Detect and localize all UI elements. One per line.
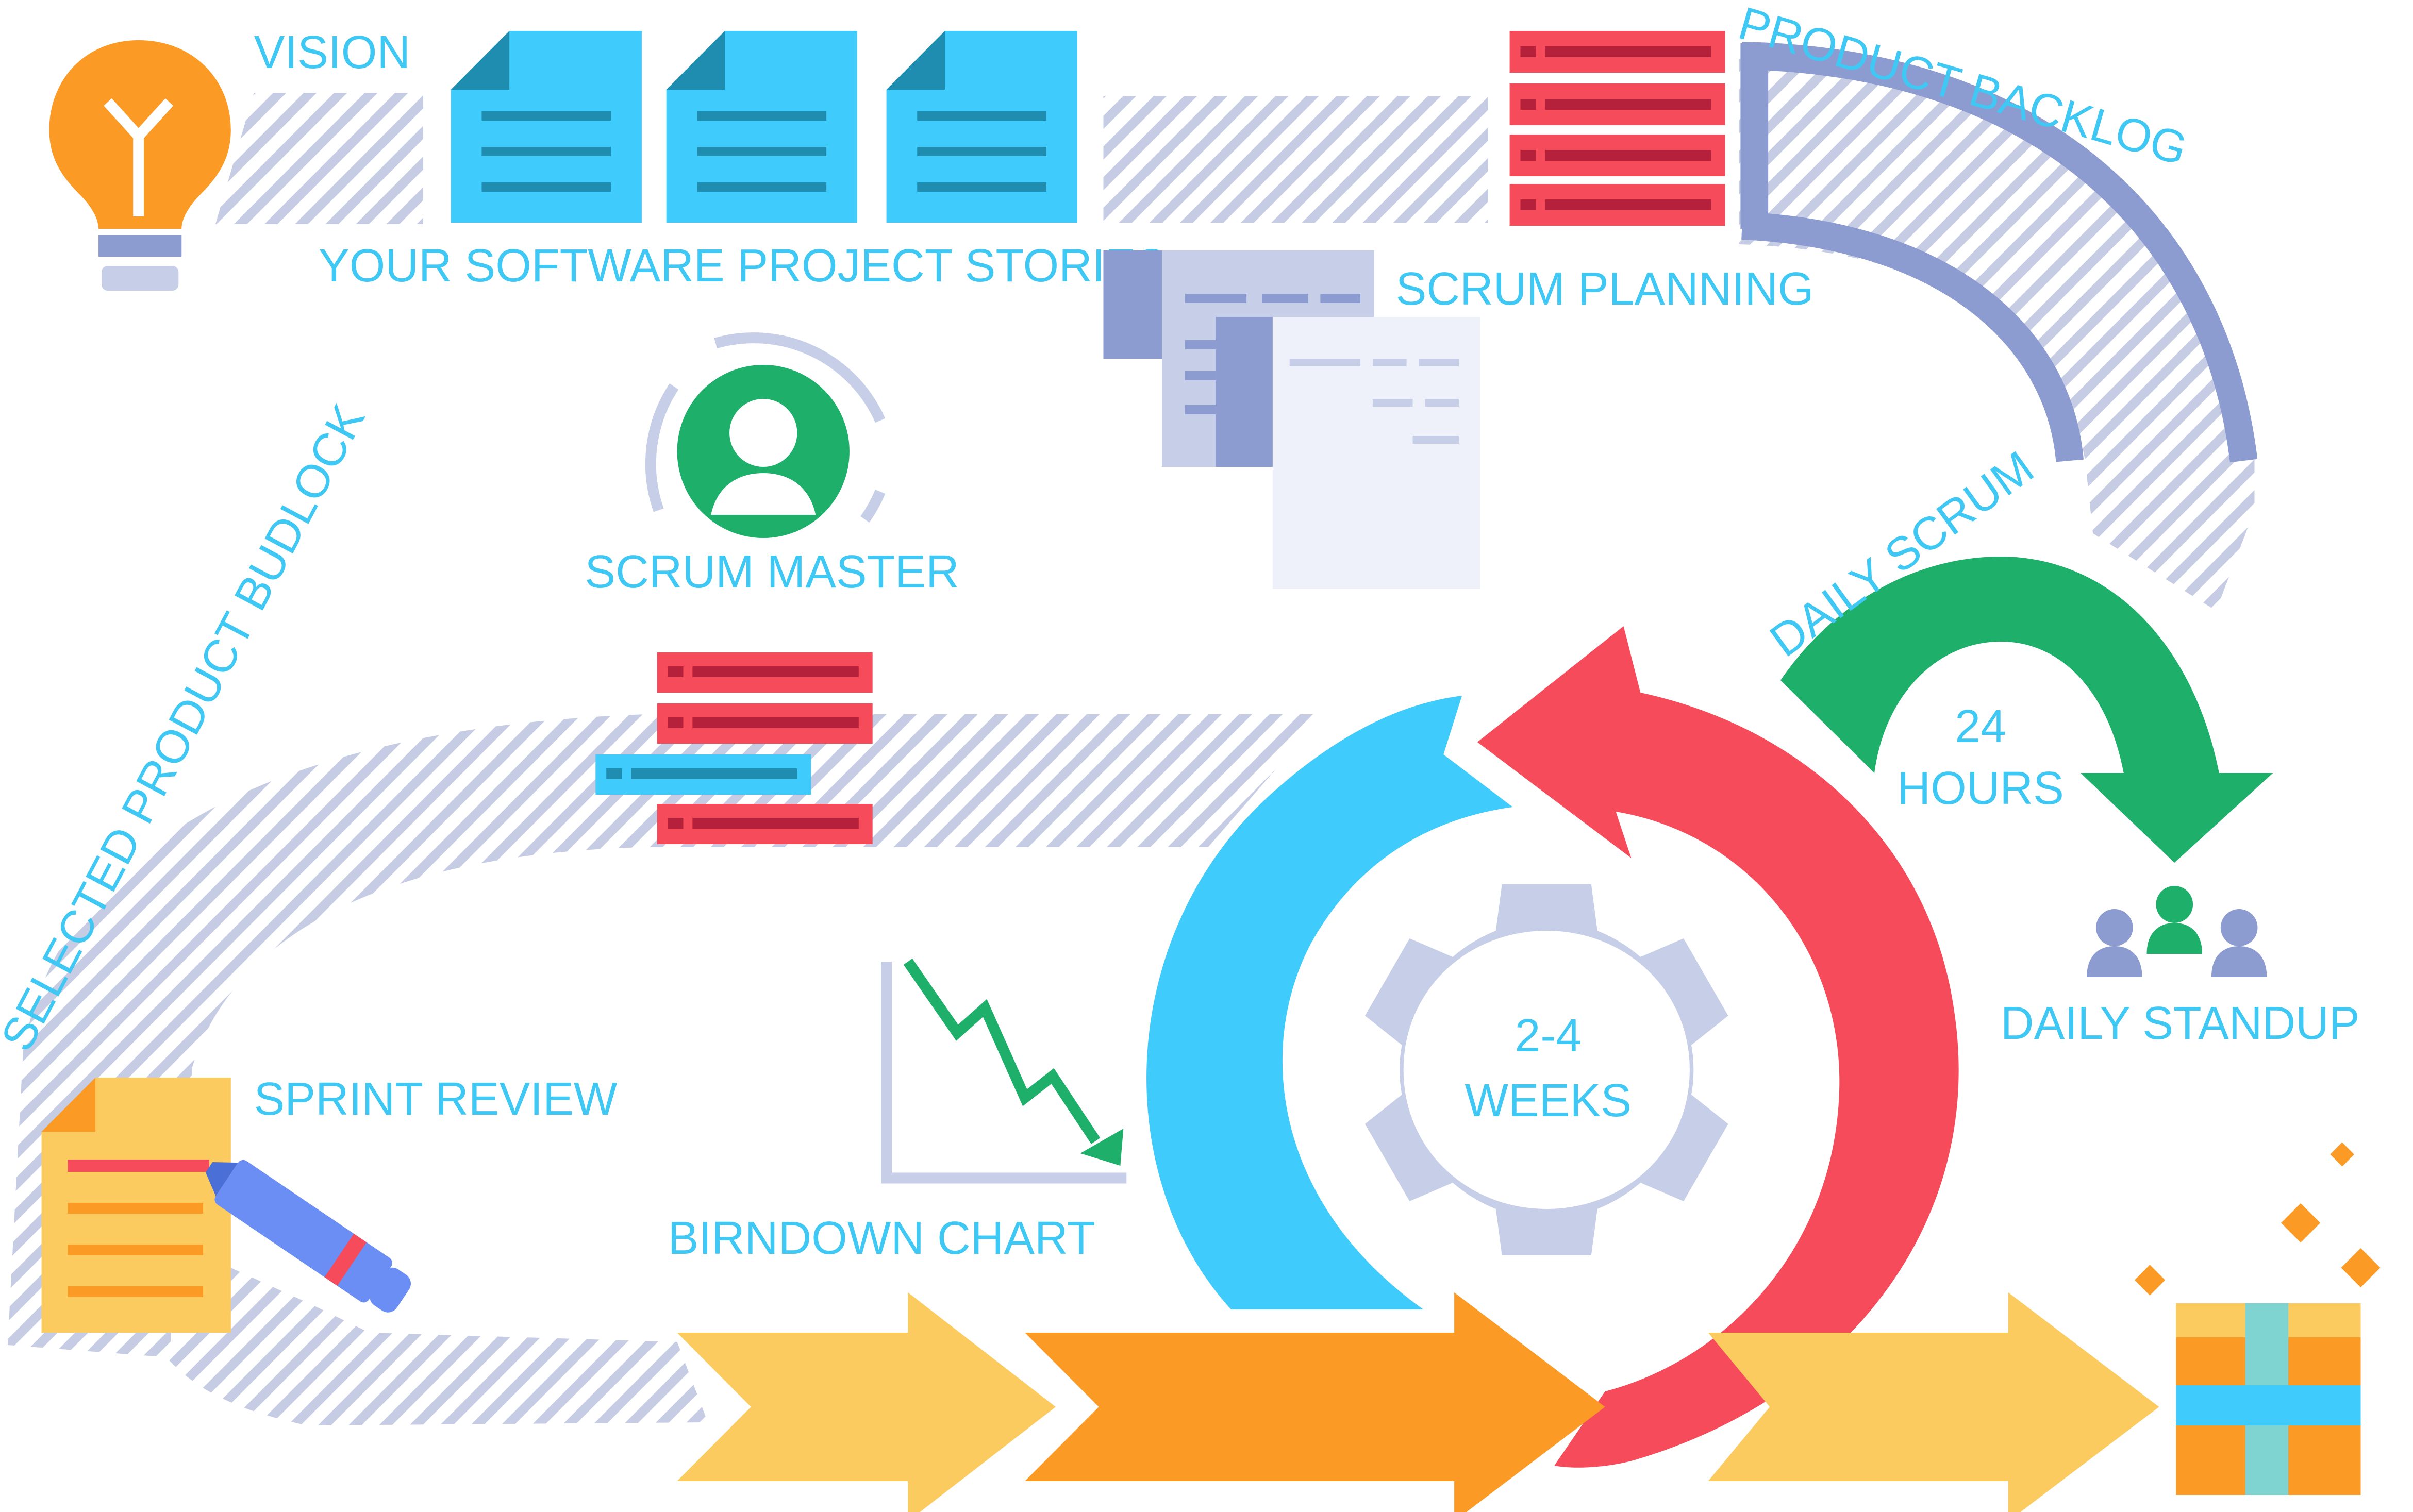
daily-standup-label: DAILY STANDUP — [2001, 998, 2360, 1049]
lightbulb-icon — [49, 40, 231, 291]
hours-number: 24 — [1955, 701, 2006, 752]
avatar-ring-left — [645, 383, 679, 512]
document-icon — [451, 31, 642, 223]
avatar-head — [729, 399, 797, 467]
cycle-arrows-icon — [1146, 626, 1959, 1468]
document-icon — [886, 31, 1077, 223]
sprint-review-label: SPRINT REVIEW — [254, 1073, 618, 1125]
lightbulb-base-top — [98, 235, 182, 257]
daily-scrum-arc — [1780, 557, 2273, 863]
burndown-line — [903, 959, 1101, 1144]
burndown-chart-label: BIRNDOWN CHART — [668, 1213, 1095, 1264]
marker-pen-icon — [205, 1160, 411, 1313]
team-people-icon — [2087, 886, 2267, 977]
lightbulb-base-bottom — [102, 266, 179, 291]
avatar-shoulders — [711, 473, 816, 515]
burndown-arrowhead — [1080, 1129, 1124, 1166]
backlog-row — [1509, 184, 1725, 226]
story-documents — [451, 31, 1077, 223]
burndown-chart-icon — [881, 959, 1127, 1184]
path-band-bottom — [169, 1268, 708, 1425]
lightbulb-filament — [104, 98, 174, 216]
backlog-row — [657, 804, 873, 844]
scrum-master-label: SCRUM MASTER — [585, 546, 959, 598]
path-band-backlog-curve — [1739, 59, 2255, 611]
selected-backlog-list-icon — [595, 652, 873, 844]
weeks-word: WEEKS — [1465, 1075, 1632, 1127]
scrum-planning-label: SCRUM PLANNING — [1396, 263, 1814, 315]
document-icon — [666, 31, 857, 223]
backlog-list-icon — [1509, 31, 1725, 226]
cycle-arrow-red — [1477, 626, 1959, 1468]
arrow-light-orange-right — [1708, 1292, 2159, 1512]
path-band-top-left — [215, 93, 423, 224]
backlog-row — [1509, 31, 1725, 73]
sprint-review-document-icon — [41, 1078, 231, 1333]
backlog-row — [1509, 135, 1725, 176]
planning-board-icon — [1103, 250, 1480, 589]
backlog-band — [1740, 42, 2258, 463]
weeks-range: 2-4 — [1515, 1010, 1582, 1062]
vision-label: VISION — [254, 27, 411, 78]
sparkle-icon — [2134, 1142, 2381, 1296]
refresh-arrow-icon — [1780, 557, 2273, 863]
path-band-selected-backlog — [7, 714, 1324, 1357]
backlog-row — [657, 652, 873, 693]
gift-box-icon — [2176, 1303, 2361, 1495]
gear-icon — [1364, 884, 1728, 1255]
sprint-flow-arrows — [677, 1292, 2159, 1512]
user-avatar-icon — [645, 332, 886, 538]
process-path — [7, 59, 2255, 1425]
avatar-ring-top — [714, 332, 886, 423]
stories-label: YOUR SOFTWARE PROJECT STORIES — [319, 240, 1167, 292]
backlog-row — [1509, 83, 1725, 125]
backlog-row — [657, 703, 873, 744]
avatar-ring-right — [860, 489, 886, 523]
backlog-band-inner — [1741, 212, 2084, 462]
chart-axes — [881, 962, 1127, 1184]
arrow-light-orange-left — [677, 1292, 1056, 1512]
path-band-top-mid — [1103, 96, 1488, 223]
arrow-orange-middle — [1025, 1292, 1605, 1512]
backlog-row-selected — [595, 754, 811, 795]
hours-word: HOURS — [1897, 763, 2063, 814]
cycle-arrow-blue — [1146, 696, 1513, 1309]
